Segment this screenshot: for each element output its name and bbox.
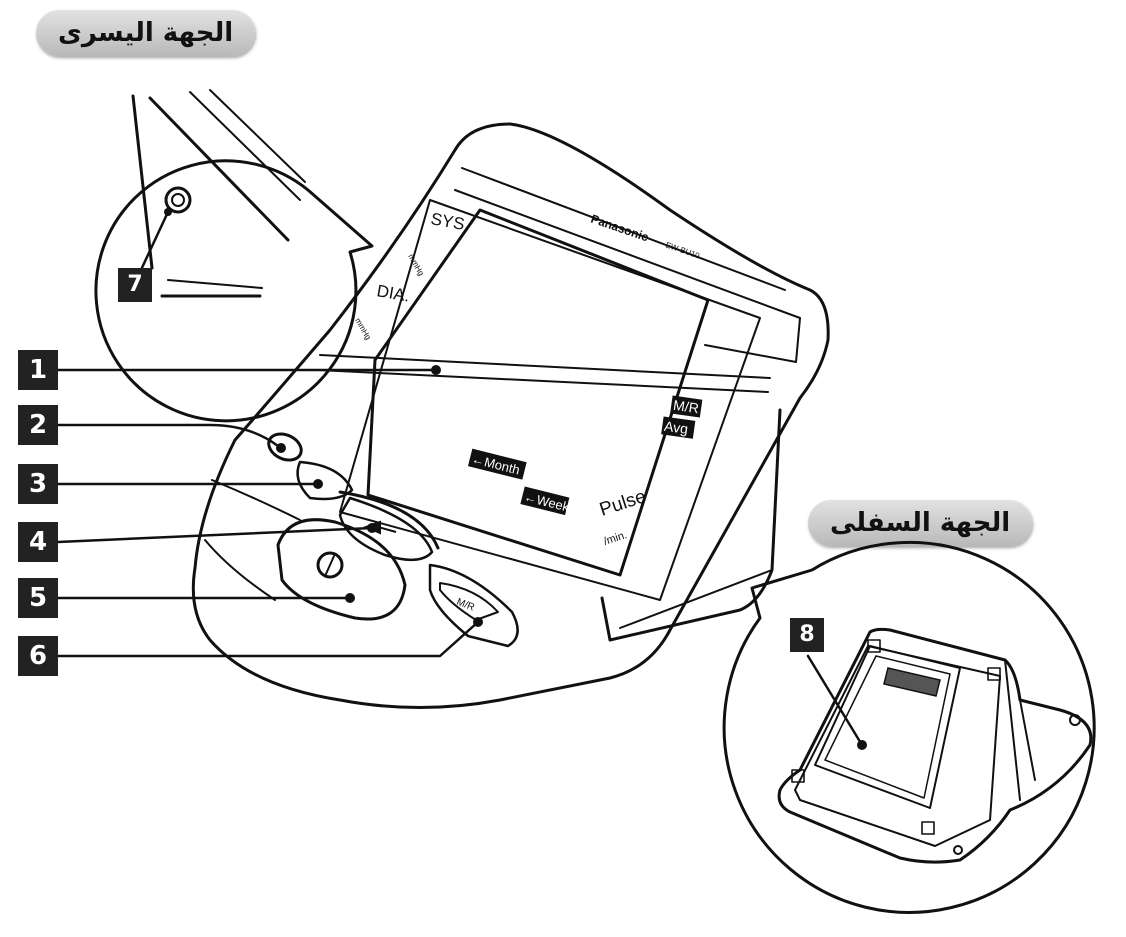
dia-unit: mmHg xyxy=(353,317,373,342)
memory-user-button xyxy=(296,460,354,501)
callout-4-leader xyxy=(56,526,374,544)
base-side-edge xyxy=(1019,699,1036,781)
base-screw xyxy=(1069,714,1081,726)
start-stop-icon-line xyxy=(325,555,335,575)
left-detail-edge xyxy=(167,279,263,289)
device-band-right xyxy=(704,317,801,363)
battery-cover xyxy=(814,645,961,809)
back-button-outline xyxy=(338,490,440,550)
base-screw xyxy=(953,845,963,855)
mr-button-label: M/R xyxy=(455,597,476,614)
left-detail-edge xyxy=(189,91,301,201)
base-foot xyxy=(987,667,1001,681)
callout-8-leader xyxy=(806,654,864,747)
callout-2-leader xyxy=(56,423,280,448)
brand-logo: Panasonic xyxy=(589,212,651,245)
left-detail-edge xyxy=(209,89,306,183)
display-screen xyxy=(366,208,710,577)
base-foot xyxy=(791,769,805,783)
device-back-edge xyxy=(619,569,773,629)
device-top-band xyxy=(454,189,801,319)
callout-4: 4 xyxy=(18,522,58,562)
jack-socket-icon xyxy=(164,186,192,214)
device-front-edge xyxy=(204,539,276,601)
device-lower-band xyxy=(319,354,771,379)
avg-tag: Avg xyxy=(663,418,689,437)
callout-3: 3 xyxy=(18,464,58,504)
mr-button xyxy=(439,582,499,621)
device-top-face xyxy=(191,122,830,709)
callout-5: 5 xyxy=(18,578,58,618)
left-side-label: الجهة اليسرى xyxy=(36,10,256,56)
back-button xyxy=(338,496,434,561)
left-detail-edge xyxy=(131,94,154,270)
leader-dots xyxy=(164,208,867,750)
start-stop-icon xyxy=(316,551,344,579)
left-detail-circle xyxy=(94,159,374,423)
mr-button-outline xyxy=(428,563,519,648)
device-base-outline xyxy=(777,627,1093,864)
callout-8: 8 xyxy=(790,618,824,652)
base-side-edge xyxy=(1004,659,1021,801)
per-min-label: /min. xyxy=(602,529,628,548)
base-foot xyxy=(921,821,935,835)
callout-6-leader xyxy=(56,620,480,658)
mr-tag: M/R xyxy=(672,397,700,416)
device-top-band xyxy=(461,167,786,291)
bottom-detail-circle xyxy=(722,540,1096,914)
back-arrow-icon xyxy=(363,520,397,535)
callout-7-leader xyxy=(138,210,170,274)
callout-2: 2 xyxy=(18,405,58,445)
device-back xyxy=(600,408,782,642)
left-detail-edge xyxy=(148,96,290,242)
battery-cover-grip xyxy=(883,667,941,697)
device-lower-band xyxy=(317,369,769,393)
bottom-side-label: الجهة السفلى xyxy=(808,500,1033,546)
battery-cover-inner xyxy=(824,655,951,799)
callout-7: 7 xyxy=(118,268,152,302)
callout-6: 6 xyxy=(18,636,58,676)
start-stop-button-bezel xyxy=(276,518,407,621)
pulse-label: Pulse xyxy=(597,486,649,521)
base-foot xyxy=(867,639,881,653)
callout-1: 1 xyxy=(18,350,58,390)
jack-socket-inner xyxy=(171,193,185,207)
model-name: EW-BU10 xyxy=(664,240,701,260)
device-front-edge xyxy=(211,479,301,521)
